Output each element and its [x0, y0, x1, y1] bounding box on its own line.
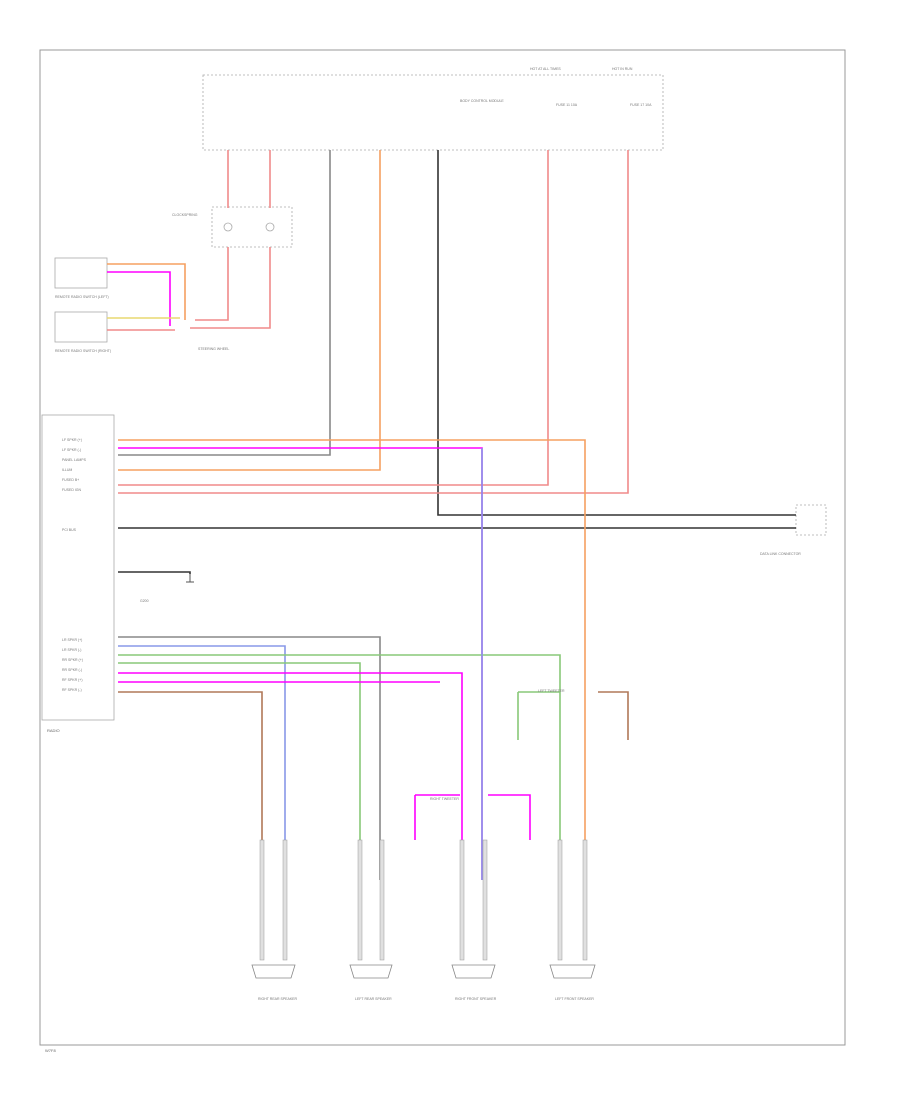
tweeter-label-left: LEFT TWEETER [538, 689, 565, 693]
fuse-label-1: FUSE 11 10A [556, 103, 578, 107]
ground-symbol [186, 574, 194, 583]
speaker-lr [349, 964, 393, 979]
wire-switch-left-1 [107, 263, 186, 320]
wire-tweeter-right-a [414, 794, 460, 840]
power-label-2: HOT IN RUN [612, 67, 633, 71]
wire-illum [118, 150, 381, 471]
wire-lf-pos [118, 439, 586, 880]
speaker-terminal-lf-1 [582, 839, 588, 961]
speaker-label-rf: RIGHT FRONT SPEAKER [455, 997, 497, 1001]
junction-box [202, 74, 664, 151]
radio-box [41, 414, 115, 721]
radio-label: RADIO [47, 728, 60, 733]
wire-fused-b [118, 150, 549, 486]
wire-clock-left [195, 247, 229, 321]
radio-pin-7: LR SPKR (+) [62, 638, 82, 642]
speaker-terminal-lr-0 [357, 839, 363, 961]
clockspring-label: CLOCKSPRING [172, 213, 198, 217]
radio-pin-pci: PCI BUS [62, 528, 77, 532]
wire-rf-pos [118, 672, 463, 880]
radio-pin-3: PANEL LAMPS [62, 458, 87, 462]
data-link-connector [795, 504, 827, 536]
radio-pin-10: RR SPKR (-) [62, 668, 82, 672]
speaker-label-rr: RIGHT REAR SPEAKER [258, 997, 298, 1001]
diagram-frame [39, 49, 846, 1046]
switch-label-right: REMOTE RADIO SWITCH (RIGHT) [55, 349, 111, 353]
wire-tweeter-right-b [488, 794, 531, 840]
clockspring-contact-2 [265, 222, 275, 232]
radio-pin-4: ILLUM [62, 468, 72, 472]
wire-rf-brown [118, 691, 263, 880]
radio-pin-1: LF SPKR (+) [62, 438, 82, 442]
radio-pin-5: FUSED B+ [62, 478, 79, 482]
wire-rr-pos [118, 654, 561, 880]
wire-lf-neg [118, 447, 483, 880]
wire-clock-right [190, 247, 271, 329]
power-label-1: HOT AT ALL TIMES [530, 67, 561, 71]
wire-panel-lamps [118, 150, 331, 456]
wire-fused-ign [118, 150, 629, 494]
footer-code: W7F8 [45, 1048, 56, 1053]
speaker-terminal-lf-0 [557, 839, 563, 961]
wire-lr-pos [118, 636, 381, 880]
wire-switch-left-2 [107, 271, 171, 326]
clockspring-box [211, 206, 293, 248]
data-link-label: DATA LINK CONNECTOR [760, 552, 801, 556]
speaker-rr [251, 964, 296, 979]
speaker-terminal-rf-1 [482, 839, 488, 961]
remote-switch-left [54, 257, 108, 289]
speakers [251, 839, 596, 979]
speaker-terminal-rf-0 [459, 839, 465, 961]
switch-label-left: REMOTE RADIO SWITCH (LEFT) [55, 295, 109, 299]
fuse-label-2: FUSE 17 10A [630, 103, 652, 107]
remote-switch-right [54, 311, 108, 343]
radio-pin-8: LR SPKR (-) [62, 648, 81, 652]
speaker-terminal-rr-0 [259, 839, 265, 961]
wire-tweeter-left-a [517, 691, 560, 740]
speaker-rf [451, 964, 496, 979]
wire-pci-bus [437, 150, 796, 516]
radio-pin-6: FUSED IGN [62, 488, 82, 492]
radio-pin-2: LF SPKR (-) [62, 448, 81, 452]
junction-box-label: BODY CONTROL MODULE [460, 99, 504, 103]
speaker-terminal-rr-1 [282, 839, 288, 961]
radio-pin-11: RF SPKR (+) [62, 678, 83, 682]
speaker-lf [549, 964, 596, 979]
steering-wheel-note: STEERING WHEEL [198, 347, 229, 351]
wire-ground [118, 571, 191, 574]
clockspring-contact-1 [223, 222, 233, 232]
wire-lr-neg [118, 645, 286, 880]
speaker-terminal-lr-1 [379, 839, 385, 961]
tweeter-label-right: RIGHT TWEETER [430, 797, 459, 801]
wires [107, 150, 796, 880]
wire-tweeter-left-b [598, 691, 629, 740]
speaker-label-lr: LEFT REAR SPEAKER [355, 997, 392, 1001]
wire-rr-neg [118, 662, 361, 880]
speaker-label-lf: LEFT FRONT SPEAKER [555, 997, 594, 1001]
radio-pin-9: RR SPKR (+) [62, 658, 83, 662]
ground-label: G200 [140, 599, 149, 603]
radio-pin-12: RF SPKR (-) [62, 688, 82, 692]
